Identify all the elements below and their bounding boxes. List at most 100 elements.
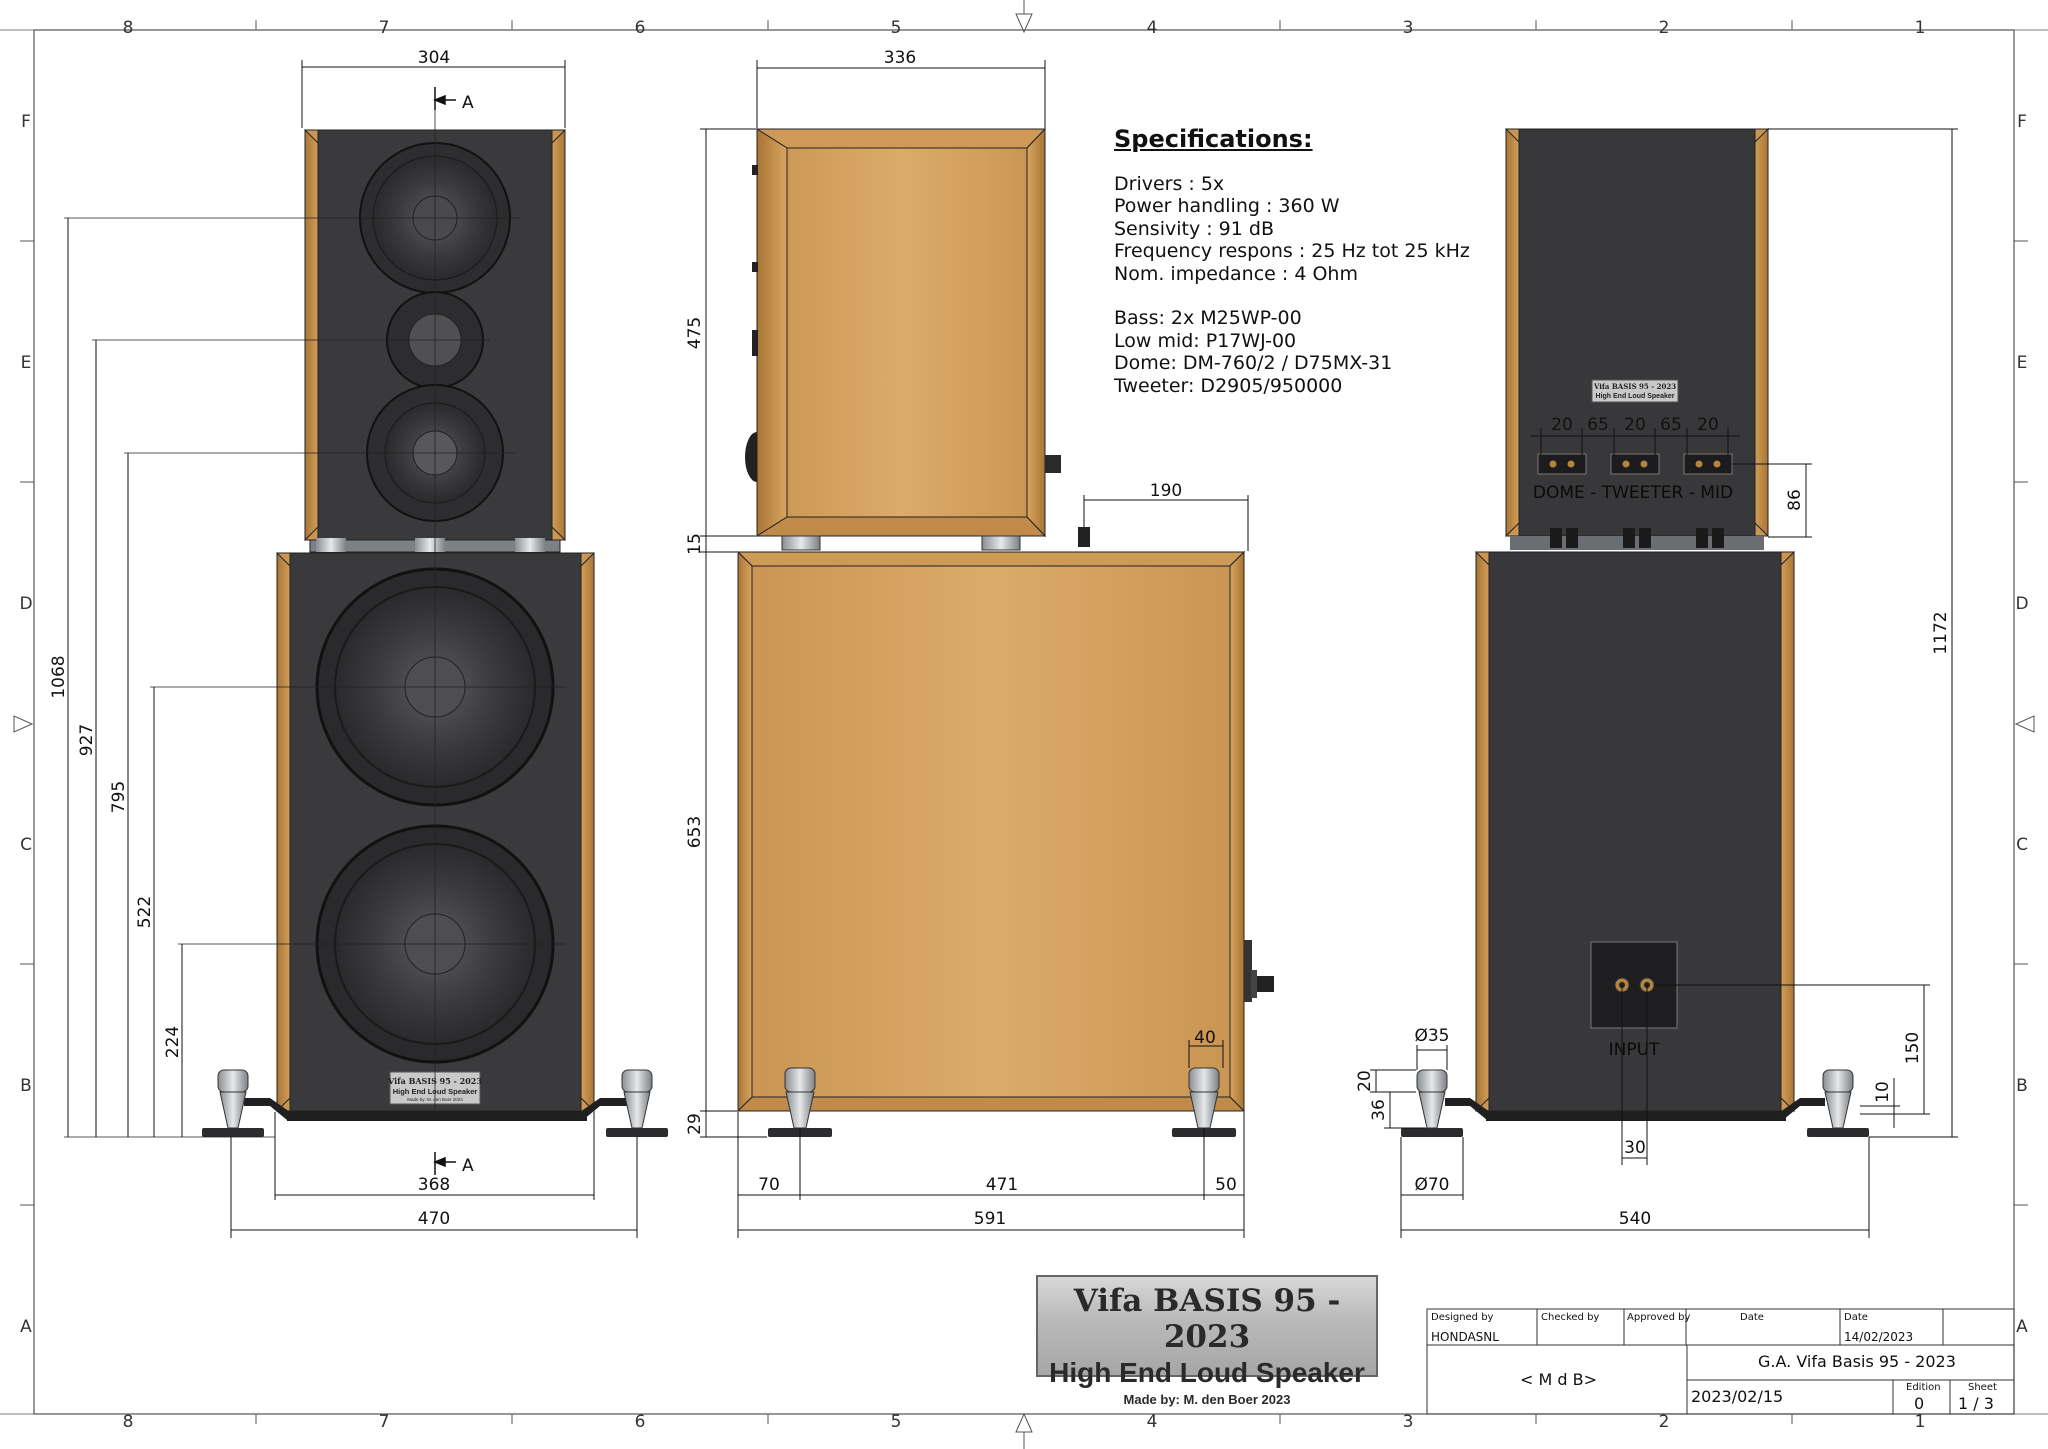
zone-col-6-top: 6 <box>635 18 646 38</box>
spec-line-impedance: Nom. impedance : 4 Ohm <box>1114 262 1358 285</box>
tb-edition: 0 <box>1914 1394 1925 1413</box>
zone-row-d-left: D <box>19 594 32 614</box>
rear-top-cabinet: Vifa BASIS 95 - 2023 High End Loud Speak… <box>1505 127 1769 550</box>
rear-badge-line1: Vifa BASIS 95 - 2023 <box>1593 382 1676 391</box>
dim-470: 470 <box>418 1209 450 1229</box>
zone-col-1-top: 1 <box>1915 18 1926 38</box>
dim-1172: 1172 <box>1931 611 1951 654</box>
spec-line-low-mid: Low mid: P17WJ-00 <box>1114 329 1297 352</box>
rear-spike-left <box>1401 1069 1463 1137</box>
rear-input-terminal <box>1590 941 1678 1029</box>
section-marker-top <box>432 87 456 110</box>
dim-86: 86 <box>1785 489 1805 511</box>
zone-col-3-top: 3 <box>1403 18 1414 38</box>
specifications-block: Specifications: Drivers : 5x Power handl… <box>1114 127 1470 397</box>
front-bottom-cabinet: Vifa BASIS 95 - 2023 High End Loud Speak… <box>244 551 627 1121</box>
spec-line-drivers: Drivers : 5x <box>1114 172 1225 195</box>
zone-row-e-right: E <box>2017 353 2028 373</box>
dim-40: 40 <box>1194 1028 1216 1048</box>
spec-line-tweeter: Tweeter: D2905/950000 <box>1114 374 1343 397</box>
title-block-grid <box>1426 1308 2015 1415</box>
side-view: 336 475 15 653 29 190 40 70 471 50 591 <box>685 48 1274 1238</box>
dim-795: 795 <box>109 781 129 813</box>
zone-col-7-top: 7 <box>379 18 390 38</box>
spec-line-frequency: Frequency respons : 25 Hz tot 25 kHz <box>1114 240 1470 262</box>
dim-spacing-4: 65 <box>1660 415 1682 435</box>
dim-927: 927 <box>77 724 97 756</box>
zone-col-3-bottom: 3 <box>1403 1412 1414 1432</box>
dim-336: 336 <box>884 48 916 68</box>
rear-spike-right <box>1807 1069 1869 1137</box>
zone-col-7-bottom: 7 <box>379 1412 390 1432</box>
centering-marks <box>13 0 2035 1449</box>
side-top-cabinet <box>745 127 1061 551</box>
zone-row-f-left: F <box>21 112 31 132</box>
dim-70: 70 <box>758 1175 780 1195</box>
dim-15: 15 <box>685 533 705 555</box>
dim-224: 224 <box>163 1026 183 1058</box>
dim-spacing-5: 20 <box>1697 415 1719 435</box>
dim-spacing-1: 20 <box>1551 415 1573 435</box>
zone-col-8-bottom: 8 <box>123 1412 134 1432</box>
rear-badge <box>1591 379 1679 403</box>
rear-terminal-dome <box>1537 453 1587 475</box>
name-plate-title: Vifa BASIS 95 - 2023 <box>1073 1283 1341 1355</box>
zone-ticks <box>20 20 2028 1424</box>
dim-20-foot: 20 <box>1355 1070 1375 1092</box>
dim-phi35: Ø35 <box>1414 1026 1449 1046</box>
dim-150: 150 <box>1903 1032 1923 1064</box>
spec-line-bass: Bass: 2x M25WP-00 <box>1114 307 1302 329</box>
zone-col-6-bottom: 6 <box>635 1412 646 1432</box>
zone-col-5-bottom: 5 <box>891 1412 902 1432</box>
side-dimensions <box>700 60 1249 1238</box>
side-bottom-terminal <box>1244 940 1252 1002</box>
dim-304: 304 <box>418 48 450 68</box>
rear-view: Vifa BASIS 95 - 2023 High End Loud Speak… <box>1355 127 1958 1238</box>
name-plate: Vifa BASIS 95 - 2023 High End Loud Speak… <box>1036 1275 1378 1407</box>
zone-row-f-right: F <box>2017 112 2027 132</box>
rear-dimensions <box>1370 128 1958 1238</box>
tb-date: 14/02/2023 <box>1844 1330 1914 1344</box>
name-plate-maker: Made by: M. den Boer 2023 <box>1123 1392 1291 1407</box>
tb-designed-by: HONDASNL <box>1431 1330 1499 1344</box>
tb-edition-label: Edition <box>1906 1382 1941 1393</box>
zone-row-b-left: B <box>20 1076 32 1096</box>
zone-row-e-left: E <box>21 353 32 373</box>
tb-drawing-date: 2023/02/15 <box>1691 1387 1784 1406</box>
tb-drawing-title: G.A. Vifa Basis 95 - 2023 <box>1758 1352 1956 1371</box>
zone-col-4-bottom: 4 <box>1147 1412 1158 1432</box>
section-marker-bottom <box>432 1152 456 1175</box>
zone-col-8-top: 8 <box>123 18 134 38</box>
side-spike-left <box>768 1067 832 1137</box>
front-dimensions <box>67 60 638 1238</box>
zone-row-c-right: C <box>2016 835 2028 855</box>
tb-checked-by-label: Checked by <box>1541 1312 1600 1323</box>
zone-col-1-bottom: 1 <box>1915 1412 1926 1432</box>
spec-line-dome: Dome: DM-760/2 / D75MX-31 <box>1114 352 1393 374</box>
zone-col-5-top: 5 <box>891 18 902 38</box>
tb-designed-by-label: Designed by <box>1431 1312 1494 1323</box>
dim-190: 190 <box>1150 481 1182 501</box>
tb-sheet-label: Sheet <box>1968 1382 1997 1393</box>
zone-row-a-right: A <box>2016 1317 2028 1337</box>
spec-gap <box>1114 285 1470 307</box>
tb-date-label-approved: Date <box>1740 1312 1764 1323</box>
dim-spacing-2: 65 <box>1587 415 1609 435</box>
zone-col-2-bottom: 2 <box>1659 1412 1670 1432</box>
front-spike-right <box>606 1069 668 1137</box>
tb-date-label: Date <box>1844 1312 1868 1323</box>
rear-terminal-mid <box>1683 453 1733 475</box>
rear-badge-line2: High End Loud Speaker <box>1596 393 1675 400</box>
dim-540: 540 <box>1619 1209 1651 1229</box>
zone-row-d-right: D <box>2015 594 2028 614</box>
dim-30: 30 <box>1624 1138 1646 1158</box>
tb-approved-by-label: Approved by <box>1627 1312 1691 1323</box>
rear-input-label: INPUT <box>1609 1040 1660 1060</box>
spec-line-power: Power handling : 360 W <box>1114 195 1340 217</box>
zone-col-4-top: 4 <box>1147 18 1158 38</box>
dim-475: 475 <box>685 317 705 349</box>
dim-10: 10 <box>1873 1081 1893 1103</box>
dim-50: 50 <box>1215 1175 1237 1195</box>
side-top-terminal <box>1078 527 1090 547</box>
